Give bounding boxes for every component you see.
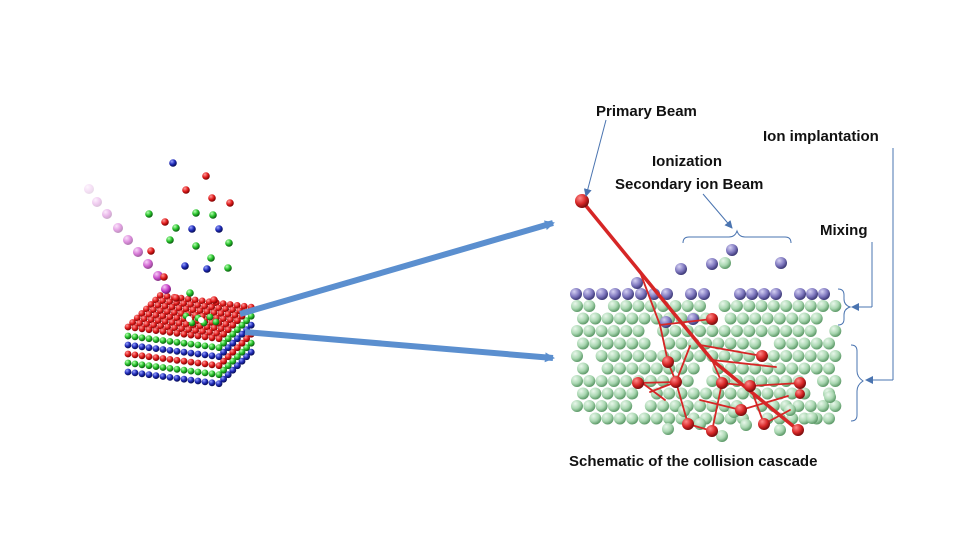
mixing-label: Mixing xyxy=(820,222,868,239)
diagram-caption: Schematic of the collision cascade xyxy=(569,453,818,470)
ion-implantation-label: Ion implantation xyxy=(763,128,879,145)
secondary-ion-beam-label: Secondary ion Beam xyxy=(615,176,764,193)
primary-beam-label: Primary Beam xyxy=(596,103,697,120)
secondary-ions xyxy=(631,244,787,289)
annotation-lines xyxy=(583,119,894,422)
sputtered-particles xyxy=(145,159,234,304)
crystal-block xyxy=(124,292,255,388)
zoom-arrow-upper xyxy=(239,220,555,317)
matrix-atoms xyxy=(571,300,842,442)
zoom-arrow-lower xyxy=(244,329,555,363)
primary-ion-trail xyxy=(84,184,171,294)
collision-cascade xyxy=(575,194,806,437)
ionization-label: Ionization xyxy=(652,153,722,170)
